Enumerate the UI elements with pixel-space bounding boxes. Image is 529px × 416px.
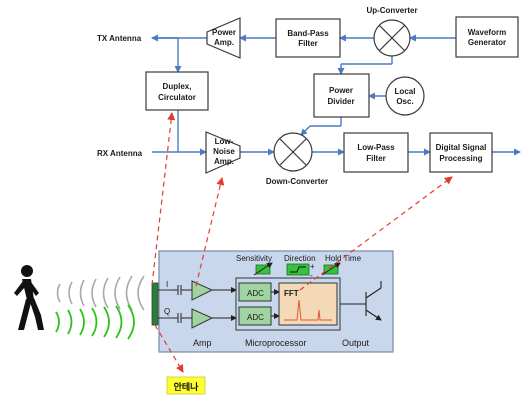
power-amp-block: Power Amp. [206, 17, 241, 59]
local-osc-block: Local Osc. [385, 76, 425, 116]
microprocessor-area [235, 277, 341, 331]
lna-label-3: Amp. [214, 157, 234, 166]
reflected-waves [55, 304, 135, 340]
power-divider-label-1: Power [329, 86, 353, 95]
bpf-label-2: Filter [298, 39, 318, 48]
adc-1-label: ADC [247, 289, 264, 298]
dsp-block: Digital Signal Processing [429, 132, 493, 173]
rx-antenna-label: RX Antenna [97, 149, 143, 158]
dsp-label-2: Processing [439, 154, 482, 163]
lpf-label-1: Low-Pass [357, 143, 395, 152]
direction-label: Direction [284, 254, 316, 263]
callout-arrows [151, 112, 453, 373]
band-pass-filter-block: Band-Pass Filter [275, 18, 341, 58]
direction-switch[interactable] [286, 263, 310, 276]
transmitted-waves [56, 275, 145, 311]
i-channel-label: I [166, 280, 168, 289]
up-converter-mixer: Up-Converter [366, 6, 418, 57]
adc-2-label: ADC [247, 313, 264, 322]
direction-plus-label: + [310, 262, 315, 271]
bpf-label-1: Band-Pass [287, 29, 329, 38]
signal-lines [151, 34, 521, 156]
local-osc-label-2: Osc. [396, 97, 413, 106]
waveform-generator-block: Waveform Generator [455, 16, 519, 58]
duplex-label-2: Circulator [158, 93, 196, 102]
sensitivity-knob[interactable] [253, 262, 273, 276]
power-amp-label-1: Power [212, 28, 236, 37]
microprocessor-section-label: Microprocessor [245, 338, 307, 348]
lna-label-1: Low- [215, 137, 234, 146]
q-channel-label: Q [164, 307, 170, 316]
fft-spectrum [284, 299, 332, 321]
waveform-label-1: Waveform [468, 28, 506, 37]
local-osc-label-1: Local [395, 87, 416, 96]
waveform-label-2: Generator [468, 38, 506, 47]
power-amp-label-2: Amp. [214, 38, 234, 47]
walking-person-icon [14, 265, 44, 330]
power-divider-block: Power Divider [313, 73, 370, 118]
amp-stage [191, 280, 237, 329]
hold-time-label: Hold Time [325, 254, 362, 263]
down-converter-label: Down-Converter [266, 177, 328, 186]
low-pass-filter-block: Low-Pass Filter [343, 132, 409, 173]
power-divider-label-2: Divider [327, 97, 354, 106]
fft-box [278, 282, 338, 326]
antenna-note-label: 안테나 [174, 381, 200, 393]
sensitivity-label: Sensitivity [236, 254, 272, 263]
duplex-circulator-block: Duplex, Circulator [145, 71, 209, 111]
direction-minus-label: - [310, 271, 313, 280]
output-section-label: Output [342, 338, 370, 348]
dsp-label-1: Digital Signal [436, 143, 487, 152]
antenna-strip [151, 282, 159, 326]
duplex-label-1: Duplex, [163, 82, 192, 91]
antenna-note: 안테나 [166, 376, 206, 395]
radar-module-board [151, 250, 394, 353]
amp-section-label: Amp [193, 338, 212, 348]
coupling-capacitors [172, 285, 192, 323]
up-converter-label: Up-Converter [366, 6, 417, 15]
low-noise-amp-block: Low- Noise Amp. [205, 131, 241, 174]
lna-label-2: Noise [213, 147, 235, 156]
down-converter-mixer: Down-Converter [266, 132, 328, 186]
output-transistor [340, 281, 382, 321]
lpf-label-2: Filter [366, 154, 386, 163]
fft-label: FFT [284, 289, 299, 298]
hold-time-knob[interactable] [321, 262, 341, 276]
tx-antenna-label: TX Antenna [97, 34, 142, 43]
